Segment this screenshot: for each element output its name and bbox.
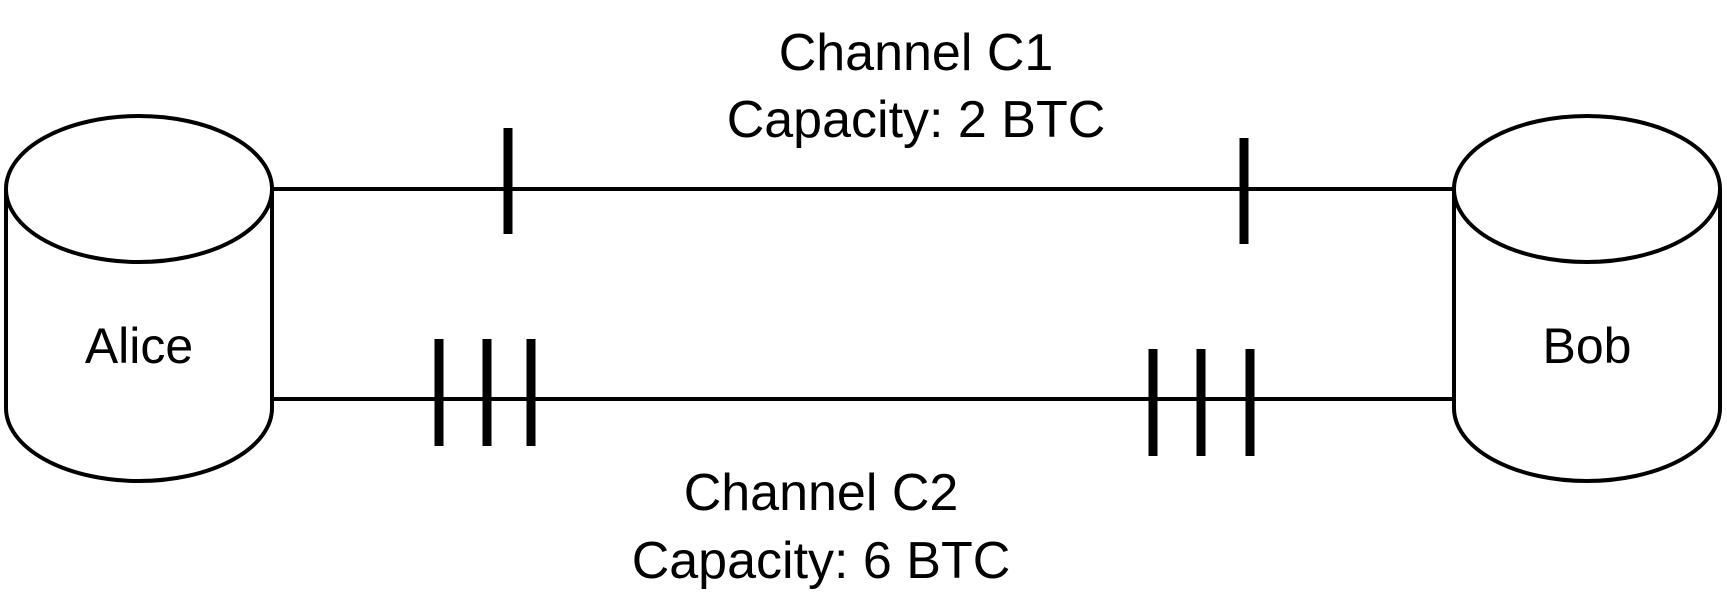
alice-node: Alice xyxy=(4,114,274,483)
bob-label: Bob xyxy=(1543,318,1632,374)
alice-label: Alice xyxy=(85,318,193,374)
alice-cylinder-body xyxy=(4,189,274,483)
channel-c1-name: Channel C1 xyxy=(779,24,1054,82)
channel-c2-name: Channel C2 xyxy=(684,464,959,522)
channel-c2-bob-ticks xyxy=(1148,349,1255,456)
bob-cylinder-body xyxy=(1452,189,1722,483)
bob-cylinder-top xyxy=(1452,114,1722,264)
bob-node: Bob xyxy=(1452,114,1722,483)
alice-cylinder-top xyxy=(4,114,274,264)
channel-c1-capacity: Capacity: 2 BTC xyxy=(727,91,1106,149)
channel-c2-alice-ticks xyxy=(434,339,536,446)
channel-c2-capacity: Capacity: 6 BTC xyxy=(632,532,1011,590)
